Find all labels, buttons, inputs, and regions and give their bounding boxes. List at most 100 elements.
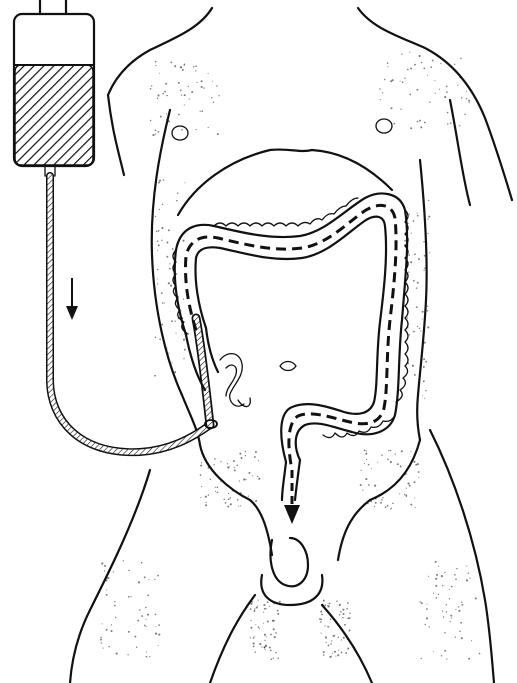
stipple-dot (422, 318, 423, 319)
stipple-dot (450, 122, 452, 124)
stipple-dot (253, 646, 255, 648)
stipple-dot (172, 362, 173, 363)
stipple-dot (451, 586, 453, 588)
stipple-dot (392, 503, 394, 505)
stipple-dot (404, 78, 405, 79)
stipple-dot (434, 80, 435, 81)
stipple-dot (410, 451, 411, 452)
stipple-dot (128, 631, 130, 633)
stipple-dot (364, 449, 366, 451)
stipple-dot (338, 636, 339, 637)
stipple-dot (371, 468, 372, 469)
stipple-dot (158, 634, 160, 636)
stipple-dot (161, 240, 162, 241)
bag-hanger (40, 0, 66, 14)
stipple-dot (161, 227, 163, 229)
stipple-dot (162, 204, 163, 205)
stipple-dot (170, 285, 172, 287)
irrigation-bag (14, 0, 94, 176)
stipple-dot (427, 310, 429, 312)
stipple-dot (416, 287, 417, 288)
stipple-dot (253, 637, 255, 639)
stipple-dot (189, 98, 190, 99)
stipple-dot (101, 642, 102, 643)
right-thigh-inner (322, 605, 372, 683)
stipple-dot (101, 562, 103, 564)
fluid-level (15, 65, 93, 165)
stipple-dot (408, 483, 410, 485)
stipple-dot (158, 131, 160, 133)
stipple-dot (223, 499, 225, 501)
stipple-dot (178, 318, 179, 319)
stipple-dot (343, 637, 345, 639)
stipple-dot (325, 636, 327, 638)
stipple-dot (255, 651, 256, 652)
stipple-dot (208, 494, 209, 495)
stipple-dot (265, 645, 267, 647)
stipple-dot (232, 490, 234, 492)
stipple-dot (419, 120, 421, 122)
stipple-dot (188, 86, 189, 87)
stipple-dot (163, 179, 165, 181)
stipple-dot (137, 620, 139, 622)
stipple-dot (461, 637, 463, 639)
stipple-dot (390, 107, 392, 109)
stipple-dot (108, 577, 109, 578)
stipple-dot (171, 320, 173, 322)
rectum (282, 460, 300, 500)
stipple-dot (264, 634, 266, 636)
stipple-dot (423, 241, 424, 242)
stipple-dot (159, 338, 161, 340)
stipple-dot (254, 636, 255, 637)
stipple-dot (201, 486, 202, 487)
stipple-dot (104, 565, 106, 567)
stipple-dot (407, 317, 408, 318)
stipple-dot (456, 568, 457, 569)
stipple-dot (243, 478, 245, 480)
stipple-dot (345, 652, 347, 654)
stipple-dot (234, 469, 236, 471)
stipple-dot (274, 636, 276, 638)
stipple-dot (155, 216, 156, 217)
stipple-dot (263, 604, 265, 606)
stipple-dot (446, 86, 448, 88)
torso (70, 8, 512, 683)
stipple-dot (387, 505, 389, 507)
stipple-dot (237, 465, 239, 467)
stipple-dot (450, 615, 452, 617)
stipple-dot (458, 606, 459, 607)
stipple-dot (449, 598, 450, 599)
stipple-dot (154, 375, 156, 377)
stipple-dot (201, 110, 203, 112)
stipple-dot (258, 460, 259, 461)
stipple-dot (184, 94, 186, 96)
stipple-dot (379, 88, 381, 90)
stipple-dot (404, 244, 406, 246)
stipple-dot (324, 625, 325, 626)
stipple-dot (270, 650, 272, 652)
stipple-dot (150, 88, 152, 90)
stipple-dot (404, 240, 406, 242)
stipple-dot (217, 491, 219, 493)
stipple-dot (110, 630, 112, 632)
stipple-dot (168, 120, 170, 122)
umbilicus (280, 362, 296, 371)
stipple-dot (440, 63, 441, 64)
stipple-dot (152, 134, 154, 136)
stipple-dot (406, 496, 407, 497)
stipple-dot (450, 621, 451, 622)
stipple-dot (349, 617, 351, 619)
stipple-dot (400, 81, 401, 82)
stipple-dot (208, 127, 209, 128)
stipple-dot (413, 220, 415, 222)
stipple-dot (342, 617, 343, 618)
stipple-dot (333, 635, 335, 637)
stipple-dot (341, 652, 343, 654)
stipple-dot (128, 570, 130, 572)
left-thigh-outer (70, 470, 150, 683)
stipple-dot (275, 652, 277, 654)
stipple-dot (416, 306, 418, 308)
stipple-dot (174, 65, 176, 67)
left-shoulder-line (108, 8, 212, 95)
stipple-dot (421, 62, 423, 64)
